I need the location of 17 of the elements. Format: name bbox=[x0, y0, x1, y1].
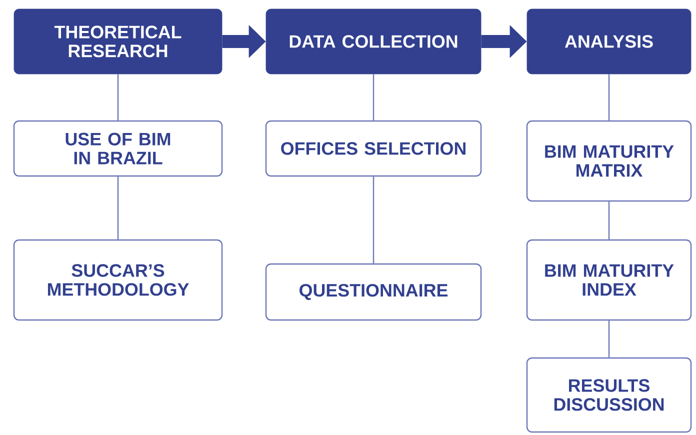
connector-line bbox=[608, 74, 610, 120]
connector-line bbox=[372, 74, 374, 120]
connector-line bbox=[608, 320, 610, 358]
step-box: QUESTIONNAIRE bbox=[265, 263, 482, 321]
connector-line bbox=[372, 176, 374, 264]
connector-line bbox=[117, 74, 119, 120]
step-box: RESULTS DISCUSSION bbox=[526, 357, 692, 433]
step-box: SUCCAR’S METHODOLOGY bbox=[13, 239, 223, 321]
connector-line bbox=[117, 176, 119, 240]
stage-box: THEORETICAL RESEARCH bbox=[14, 8, 222, 74]
step-box: OFFICES SELECTION bbox=[265, 120, 482, 177]
stage-box: DATA COLLECTION bbox=[266, 8, 482, 74]
step-box: USE OF BIM IN BRAZIL bbox=[13, 120, 223, 177]
connector-line bbox=[608, 202, 610, 240]
step-box: BIM MATURITY MATRIX bbox=[526, 120, 692, 202]
step-box: BIM MATURITY INDEX bbox=[526, 239, 692, 321]
stage-box: ANALYSIS bbox=[526, 8, 692, 74]
